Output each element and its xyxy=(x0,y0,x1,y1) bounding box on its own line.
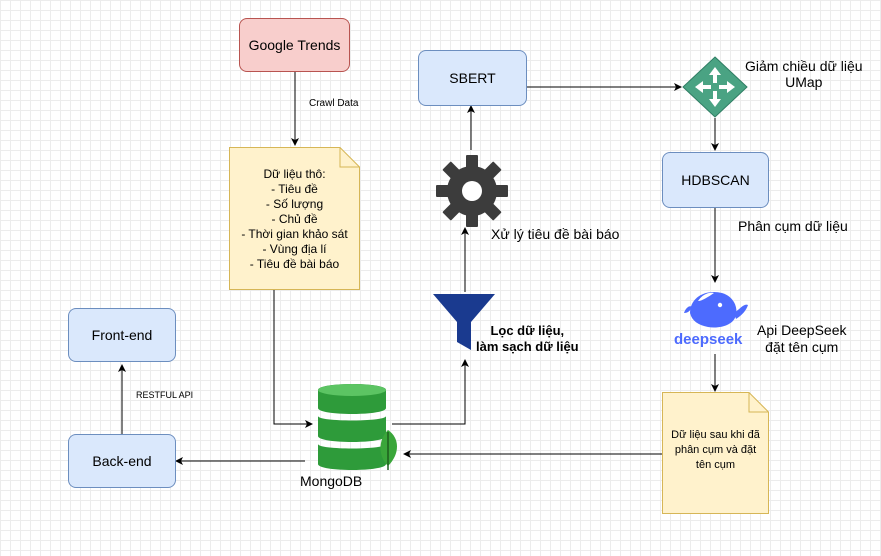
cluster-label: Phân cụm dữ liệu xyxy=(738,218,848,234)
raw-data-title: Dữ liệu thô: xyxy=(263,167,326,181)
funnel-icon[interactable] xyxy=(431,292,497,354)
cylinder-icon[interactable] xyxy=(312,380,406,476)
umap-label: Giảm chiều dữ liệu UMap xyxy=(745,58,863,90)
deepseek-whale-icon xyxy=(684,291,748,328)
clustered-data-note[interactable]: Dữ liệu sau khi đã phân cụm và đặt tên c… xyxy=(662,392,769,514)
deepseek-label: Api DeepSeek đặt tên cụm xyxy=(757,322,847,356)
raw-data-line: - Tiêu đề bài báo xyxy=(249,257,340,271)
raw-data-line: - Chủ đề xyxy=(271,212,318,226)
hdbscan-node[interactable]: HDBSCAN xyxy=(662,152,769,208)
raw-data-note[interactable]: Dữ liệu thô: - Tiêu đề - Số lượng - Chủ … xyxy=(229,147,360,290)
note-shape xyxy=(662,392,769,514)
frontend-node[interactable]: Front-end xyxy=(68,308,176,362)
move-arrows-icon[interactable] xyxy=(681,55,749,119)
mongodb-leaf-icon xyxy=(380,430,397,470)
note-shape xyxy=(229,147,360,290)
raw-data-line: - Thời gian khảo sát xyxy=(241,227,348,241)
google-trends-label: Google Trends xyxy=(248,37,341,53)
deepseek-label-line1: Api DeepSeek xyxy=(757,322,847,338)
deepseek-wordmark: deepseek xyxy=(674,331,743,348)
sbert-node[interactable]: SBERT xyxy=(418,50,527,106)
raw-data-line: - Vùng địa lí xyxy=(262,242,327,256)
process-label: Xử lý tiêu đề bài báo xyxy=(491,226,620,242)
crawl-data-label: Crawl Data xyxy=(309,98,359,109)
clustered-note-line: tên cụm xyxy=(695,459,736,471)
raw-data-line: - Tiêu đề xyxy=(271,182,318,196)
mongodb-label: MongoDB xyxy=(300,473,363,489)
umap-label-line2: UMap xyxy=(785,74,823,90)
clustered-note-line: Dữ liệu sau khi đã xyxy=(671,429,760,441)
restful-api-label: RESTFUL API xyxy=(136,390,194,400)
backend-label: Back-end xyxy=(92,453,152,469)
deepseek-label-line2: đặt tên cụm xyxy=(765,339,839,355)
hdbscan-label: HDBSCAN xyxy=(681,172,750,188)
google-trends-node[interactable]: Google Trends xyxy=(239,18,350,72)
umap-label-line1: Giảm chiều dữ liệu xyxy=(745,58,863,74)
filter-label-line2: làm sạch dữ liệu xyxy=(476,339,579,354)
frontend-label: Front-end xyxy=(91,327,153,343)
edge-rawdata-to-mongodb xyxy=(273,290,313,428)
edge-mongodb-to-filter xyxy=(392,359,469,425)
clustered-note-line: phân cụm và đặt xyxy=(674,444,757,456)
sbert-label: SBERT xyxy=(449,70,496,86)
backend-node[interactable]: Back-end xyxy=(68,434,176,488)
raw-data-line: - Số lượng xyxy=(265,197,324,211)
deepseek-logo[interactable]: deepseek xyxy=(668,283,758,355)
filter-label: Lọc dữ liệu, làm sạch dữ liệu xyxy=(476,323,579,355)
filter-label-line1: Lọc dữ liệu, xyxy=(490,323,565,338)
gear-icon[interactable] xyxy=(435,154,509,228)
